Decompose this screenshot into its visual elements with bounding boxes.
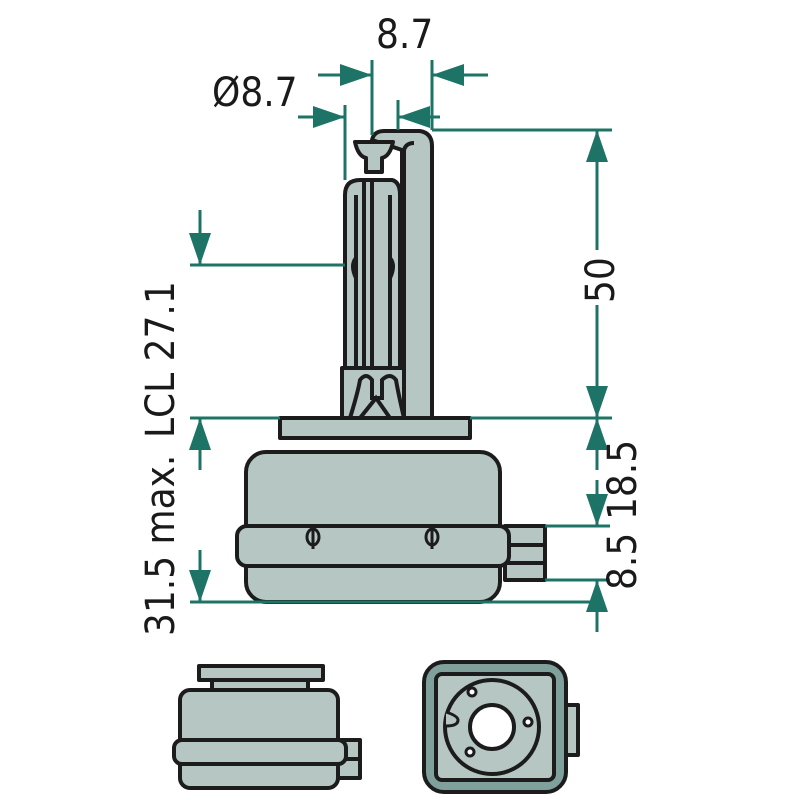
front-flange	[197, 664, 325, 682]
screw-icon	[424, 525, 440, 549]
label-connector-offset: 8.5	[600, 533, 646, 590]
label-lcl: LCL 27.1	[138, 281, 184, 438]
label-overall-height: 31.5 max.	[138, 455, 184, 636]
bulb-bottom-view	[422, 660, 580, 794]
bulb-front-view	[172, 664, 362, 790]
label-tip-width: 8.7	[376, 12, 433, 58]
bulb-side-view	[235, 129, 547, 604]
label-diameter: Ø8.7	[212, 70, 298, 116]
tube-tip	[353, 140, 395, 174]
ring-notch	[445, 710, 460, 728]
hole-icon	[464, 746, 476, 758]
arc-bulge	[351, 256, 395, 279]
hole-icon	[522, 716, 534, 728]
tube-lines	[354, 182, 392, 370]
return-lead-edge	[402, 141, 415, 420]
label-base-height: 18.5	[600, 440, 646, 520]
bottom-center-hole	[468, 703, 516, 751]
base-band	[235, 524, 511, 568]
hole-icon	[466, 686, 478, 698]
dimension-lines	[189, 60, 612, 632]
connector-lines	[505, 543, 545, 565]
label-length: 50	[578, 257, 624, 303]
screw-icon	[305, 525, 321, 549]
base-flange	[278, 416, 472, 440]
front-band	[172, 738, 348, 766]
